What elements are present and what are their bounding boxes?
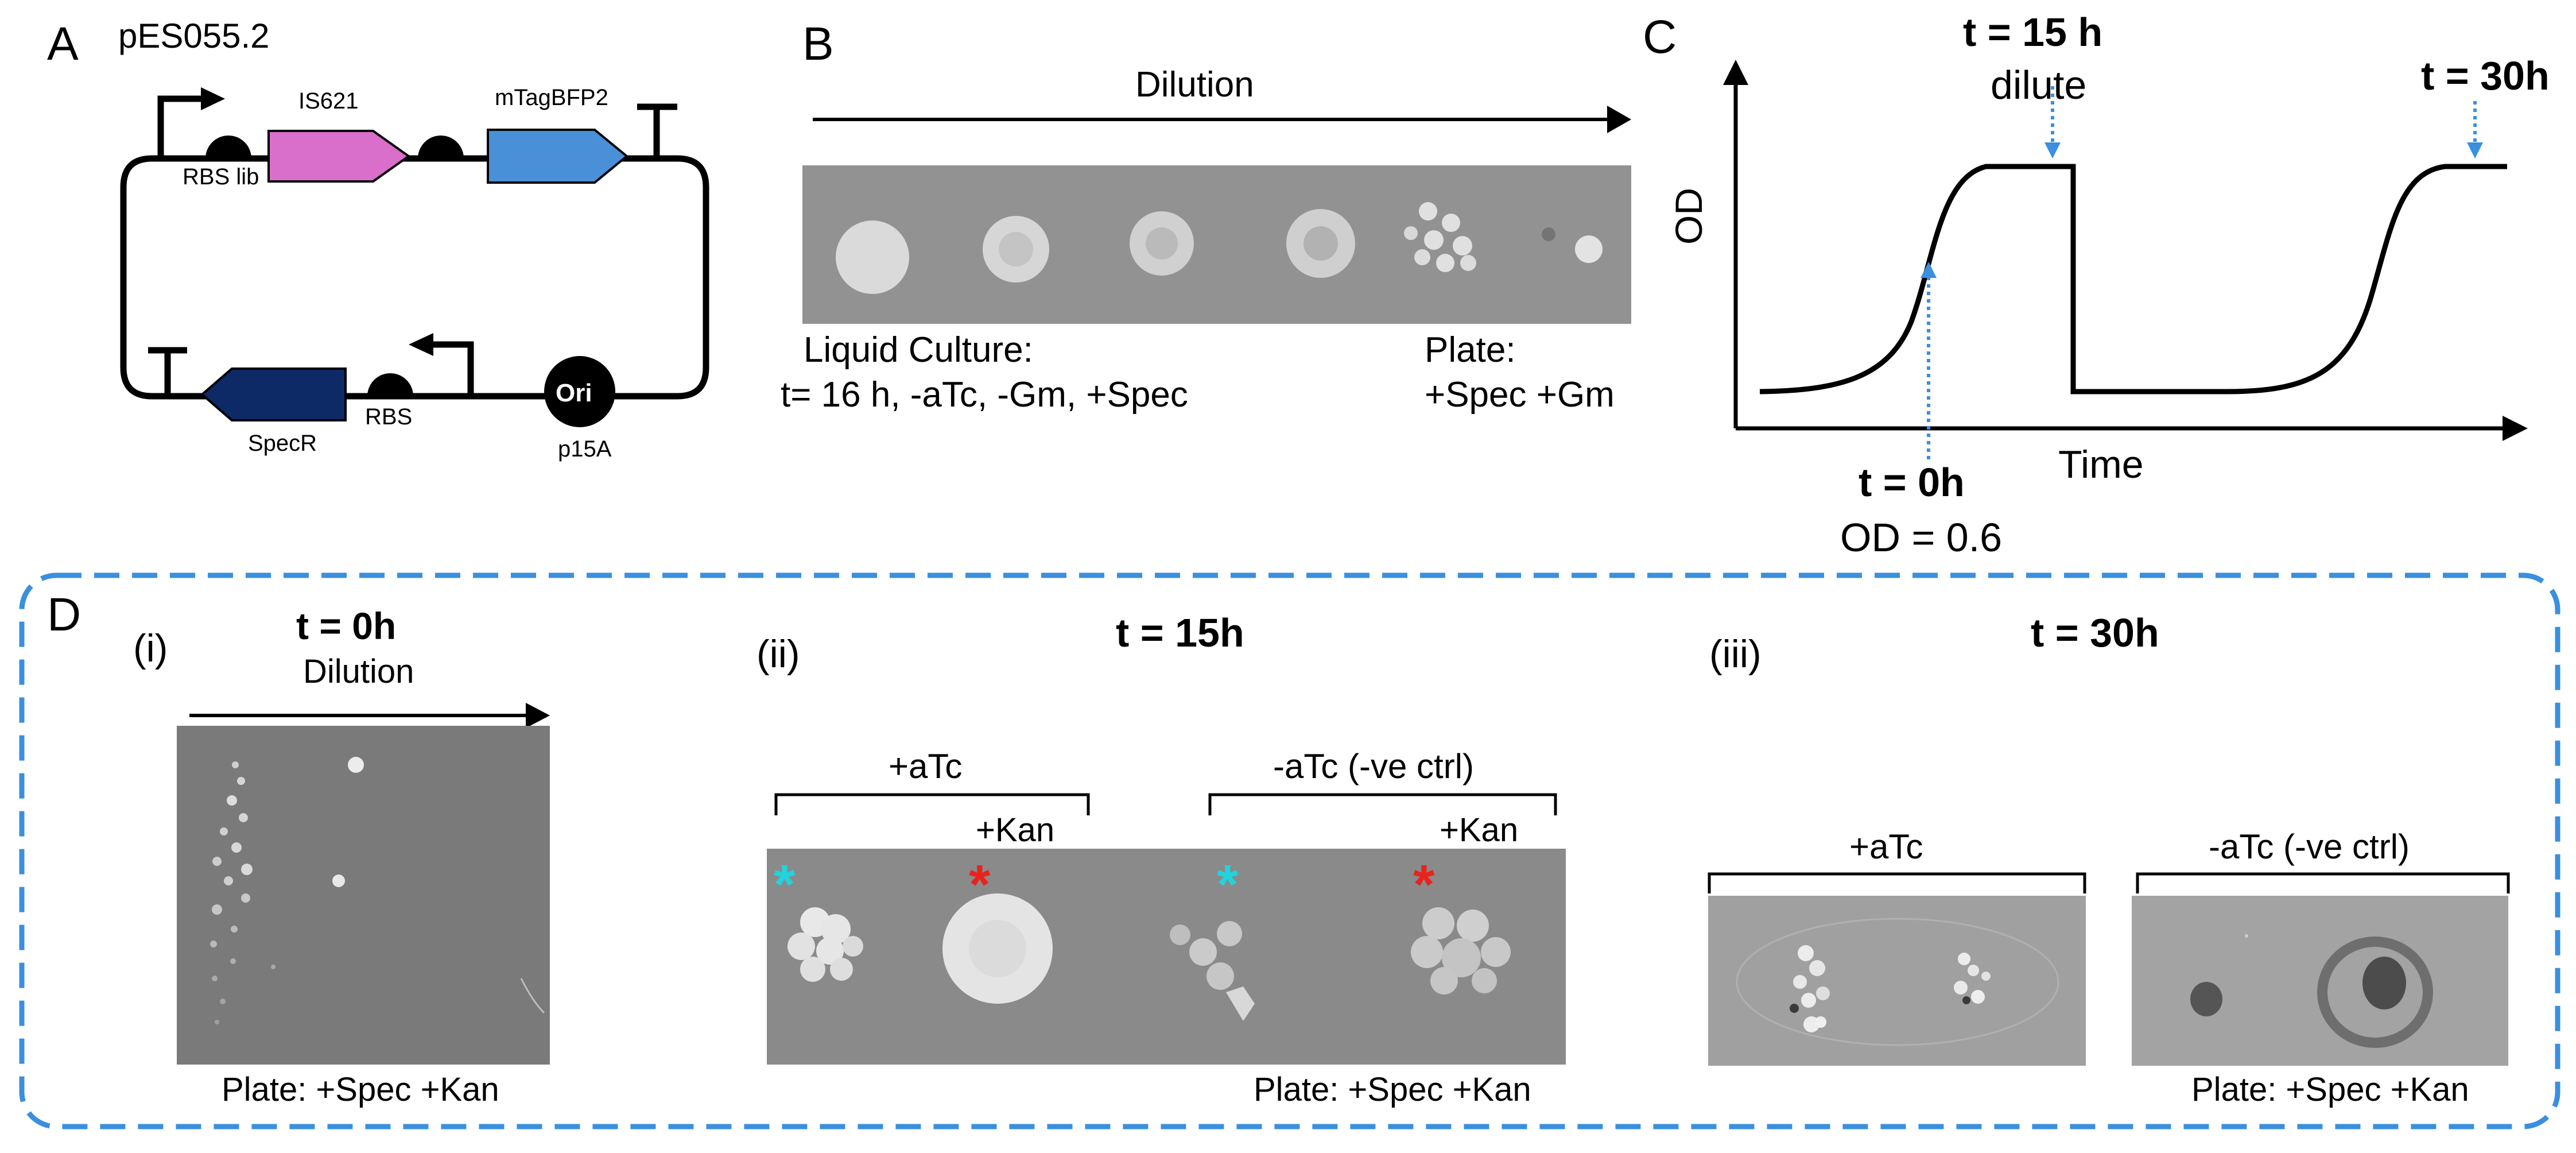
sub-iii-neg-ctrl-label: -aTc (-ve ctrl)	[2209, 827, 2410, 866]
sub-iii-plate-label: Plate: +Spec +Kan	[2191, 1071, 2469, 1108]
sub-iii-neg-ctrl-plate-image	[2132, 896, 2508, 1066]
specr-label: SpecR	[248, 431, 317, 456]
plasmid-name: pES055.2	[118, 17, 270, 55]
sub-i-plate-label: Plate: +Spec +Kan	[222, 1071, 499, 1108]
sub-iii-atc-plate-image	[1708, 896, 2086, 1066]
od-value-label: OD = 0.6	[1840, 515, 2003, 560]
rbs-lib-icon	[205, 136, 251, 158]
panel-b-plate-conditions: +Spec +Gm	[1425, 375, 1615, 415]
sub-ii-atc-label: +aTc	[889, 747, 963, 786]
ori-label: Ori	[556, 379, 592, 407]
sub-iii-label: (iii)	[1709, 632, 1762, 676]
sub-ii-star-cyan-1: *	[774, 854, 796, 915]
ori-circle	[544, 356, 615, 427]
panel-b-dilution-label: Dilution	[1135, 65, 1254, 105]
sub-iii-neg-ctrl-bracket	[2136, 872, 2510, 893]
sub-ii-label: (ii)	[756, 632, 800, 676]
sub-ii-star-red-1: *	[969, 854, 991, 915]
rbs-lib-label: RBS lib	[183, 164, 259, 189]
sub-iii-atc-bracket	[1708, 872, 2086, 893]
mtagbfp2-label: mTagBFP2	[495, 85, 608, 110]
od-axis-label: OD	[1667, 188, 1710, 245]
plasmid-backbone	[120, 155, 709, 400]
panel-b-letter: B	[802, 18, 834, 70]
t30-label: t = 30h	[2421, 53, 2550, 98]
promoter-top-arrowhead	[201, 87, 225, 110]
sub-ii-time: t = 15h	[1116, 610, 1244, 655]
sub-ii-star-cyan-2: *	[1217, 854, 1239, 915]
time-axis-label: Time	[2058, 443, 2144, 486]
sub-ii-plate-image	[767, 849, 1566, 1065]
panel-a-letter: A	[47, 18, 79, 70]
panel-d-letter: D	[47, 589, 82, 641]
specr-gene	[200, 367, 347, 421]
promoter-top-icon	[157, 95, 204, 158]
rbs-icon-2	[418, 136, 464, 158]
liquid-culture-conditions: t= 16 h, -aTc, -Gm, +Spec	[781, 375, 1188, 415]
sub-ii-kan2-label: +Kan	[1440, 811, 1519, 849]
sub-i-dilution: Dilution	[303, 653, 414, 690]
sub-ii-plate-label: Plate: +Spec +Kan	[1254, 1071, 1531, 1108]
rbs-bottom-icon	[367, 373, 413, 396]
mtagbfp2-gene	[487, 129, 629, 184]
p15a-label: p15A	[558, 436, 612, 462]
sub-ii-neg-ctrl-label: -aTc (-ve ctrl)	[1273, 747, 1474, 786]
sub-iii-time: t = 30h	[2031, 610, 2159, 655]
sub-i-label: (i)	[133, 626, 168, 670]
is621-gene	[267, 130, 411, 183]
promoter-bottom-arrowhead	[409, 333, 433, 356]
terminator-bottom-icon	[148, 347, 187, 396]
growth-curve	[1759, 164, 2507, 394]
rbs-label: RBS	[365, 404, 413, 430]
is621-label: IS621	[298, 88, 359, 114]
sub-i-time: t = 0h	[296, 605, 397, 647]
promoter-bottom-icon	[429, 341, 474, 396]
terminator-top-icon	[637, 103, 677, 158]
dilute-label: dilute	[1991, 63, 2087, 107]
t15-label: t = 15 h	[1963, 10, 2103, 55]
plasmid-map	[120, 87, 709, 427]
panel-b-plate-image	[802, 165, 1631, 324]
t0-label: t = 0h	[1859, 460, 1965, 505]
sub-i-plate-image	[177, 726, 550, 1065]
sub-ii-kan1-label: +Kan	[976, 811, 1055, 849]
panel-b-plate-label: Plate:	[1425, 330, 1516, 370]
sub-ii-star-red-2: *	[1413, 854, 1435, 915]
panel-c-letter: C	[1643, 11, 1677, 63]
sub-iii-atc-label: +aTc	[1849, 827, 1923, 866]
liquid-culture-label: Liquid Culture:	[804, 330, 1033, 370]
